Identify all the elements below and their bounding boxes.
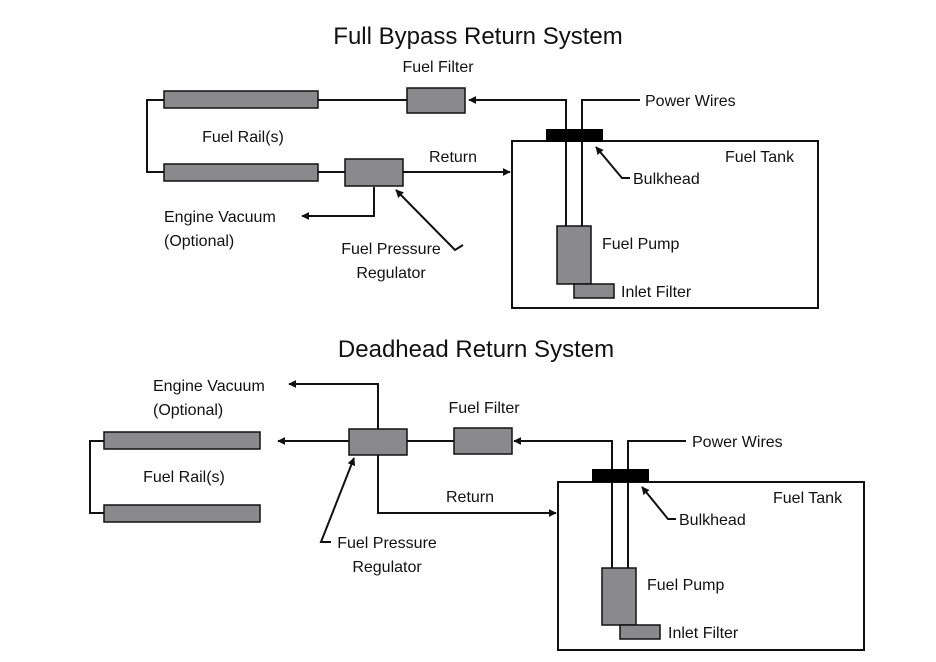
top-inlet-filter-label: Inlet Filter [621, 284, 692, 301]
bottom-fuel-filter-label: Fuel Filter [448, 400, 520, 417]
bottom-fuel-pump [601, 567, 637, 626]
bottom-title: Deadhead Return System [338, 336, 614, 363]
top-bulkhead-leader [595, 146, 630, 179]
top-optional-label: (Optional) [164, 233, 234, 250]
bottom-bulkhead-label: Bulkhead [679, 512, 746, 529]
bottom-fuel-rail-lower [103, 504, 261, 523]
top-fuel-tank-label: Fuel Tank [725, 149, 795, 166]
top-fuel-pump-label: Fuel Pump [602, 236, 679, 253]
top-fuel-rail-lower [163, 163, 319, 182]
top-rail-crossover-line [146, 99, 164, 173]
bottom-rail-crossover-line [89, 440, 104, 514]
bottom-power-wires-line [627, 440, 686, 568]
bottom-return-label: Return [446, 489, 494, 506]
top-fuel-rail-upper [163, 90, 319, 109]
bottom-bulkhead-leader [641, 486, 676, 520]
top-fuel-pump [556, 225, 592, 285]
top-title: Full Bypass Return System [333, 23, 622, 50]
bottom-fuel-pump-label: Fuel Pump [647, 577, 724, 594]
bottom-power-wires-label: Power Wires [692, 434, 783, 451]
bottom-pump-feed-line [513, 437, 613, 568]
bottom-bulkhead [592, 469, 649, 482]
bottom-optional-label: (Optional) [153, 402, 223, 419]
bottom-fpr-leader [319, 457, 356, 543]
top-fuel-rails-label: Fuel Rail(s) [202, 129, 284, 146]
top-return-label: Return [429, 149, 477, 166]
bottom-engine-vacuum-label: Engine Vacuum [153, 378, 265, 395]
top-fuel-filter-label: Fuel Filter [402, 59, 474, 76]
top-fpr-label-line2: Regulator [356, 265, 426, 282]
bottom-fuel-filter [453, 427, 513, 455]
top-fpr-leader [395, 189, 464, 252]
top-engine-vacuum-label: Engine Vacuum [164, 209, 276, 226]
bottom-fuel-pressure-regulator [348, 428, 408, 456]
full-bypass-diagram: Full Bypass Return System Fuel Filter Po… [146, 23, 819, 309]
top-fuel-pressure-regulator [344, 158, 404, 187]
bottom-return-line [377, 455, 557, 517]
bottom-vacuum-line [288, 380, 379, 429]
top-power-wires-line [581, 99, 640, 226]
deadhead-diagram: Deadhead Return System Engine Vacuum (Op… [89, 336, 865, 651]
bottom-inlet-filter-label: Inlet Filter [668, 625, 739, 642]
top-power-wires-label: Power Wires [645, 93, 736, 110]
top-fpr-label-line1: Fuel Pressure [341, 241, 441, 258]
top-bulkhead-label: Bulkhead [633, 171, 700, 188]
bottom-fpr-label-line1: Fuel Pressure [337, 535, 437, 552]
top-pump-feed-line [468, 96, 567, 226]
bottom-fpr-label-line2: Regulator [352, 559, 422, 576]
bottom-fuel-rails-label: Fuel Rail(s) [143, 469, 225, 486]
bottom-inlet-filter [619, 624, 661, 640]
top-vacuum-line [301, 187, 375, 220]
top-inlet-filter [573, 283, 615, 299]
top-bulkhead [546, 129, 603, 142]
bottom-fuel-tank-label: Fuel Tank [773, 490, 843, 507]
bottom-fuel-rail-upper [103, 431, 261, 450]
top-fuel-filter [406, 87, 466, 114]
